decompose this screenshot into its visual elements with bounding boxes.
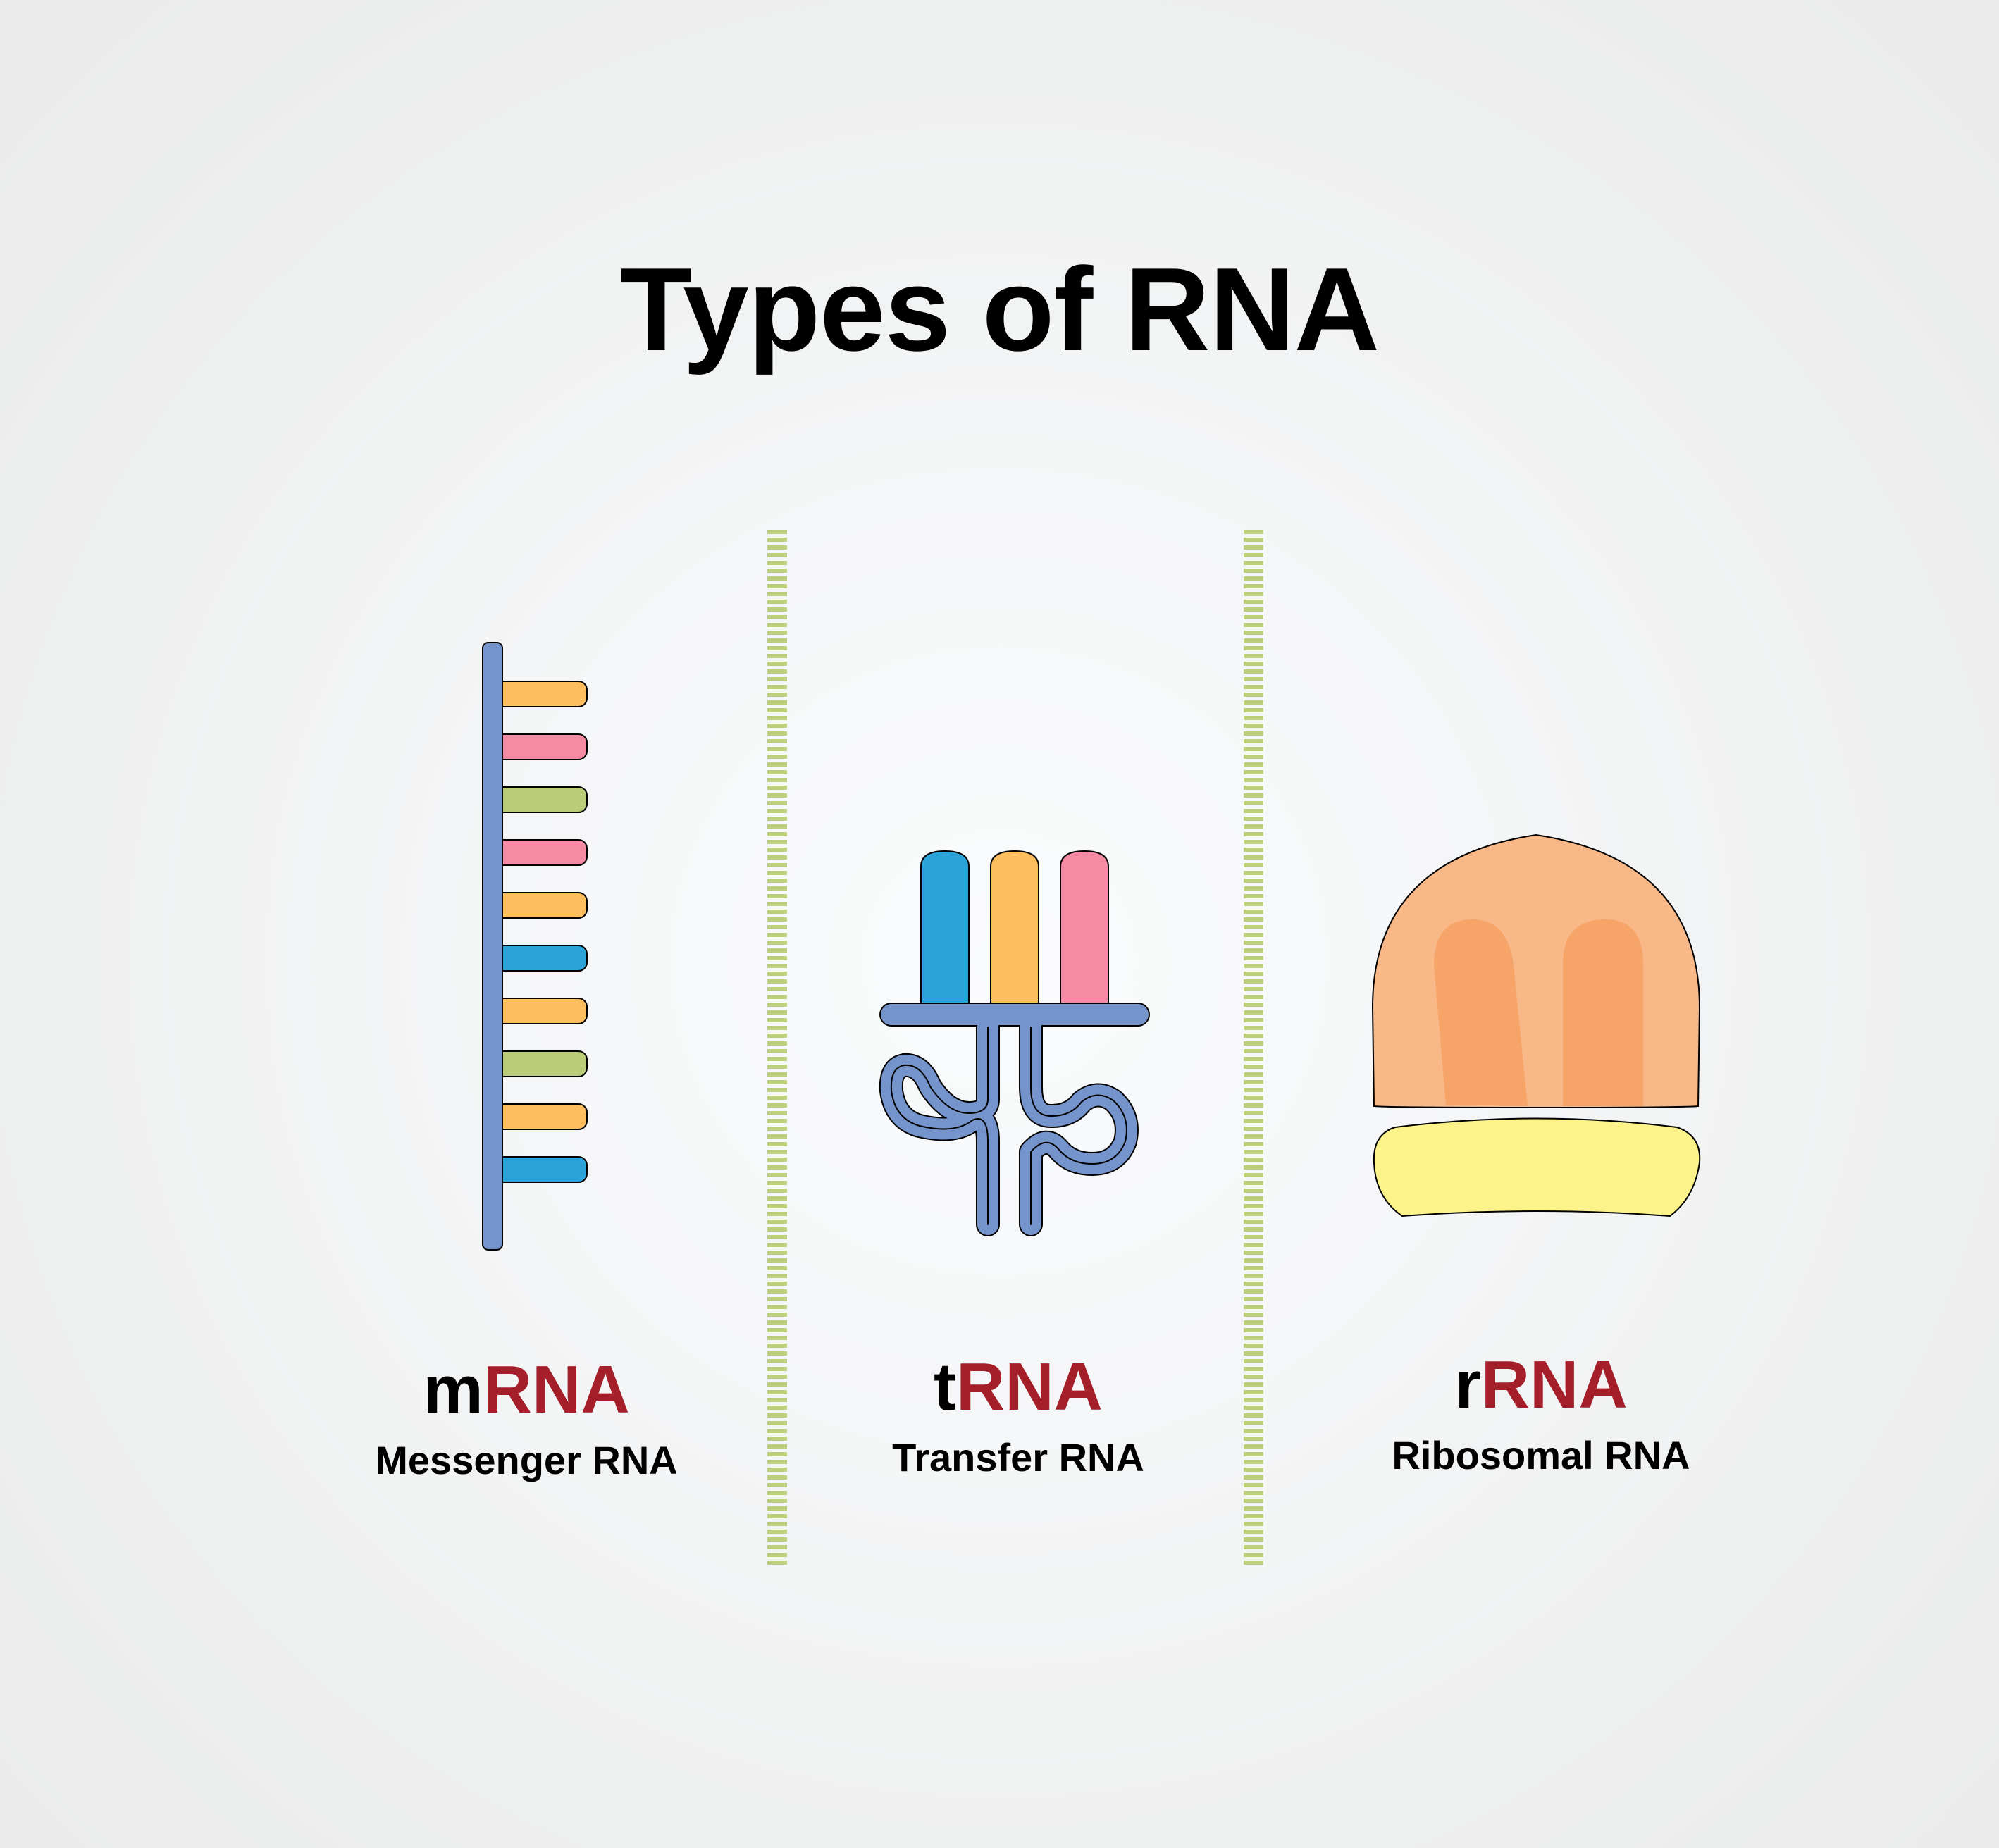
- rrna-abbreviation: rRNA: [1294, 1351, 1788, 1419]
- trna-full-name: Transfer RNA: [892, 1435, 1144, 1480]
- mrna-abbreviation: mRNA: [280, 1356, 773, 1424]
- trna-prefix: t: [934, 1349, 956, 1425]
- mrna-base-pink: [493, 839, 588, 866]
- rrna-full-name: Ribosomal RNA: [1392, 1433, 1690, 1477]
- trna-arm-pink: [1060, 850, 1109, 1008]
- trna-abbreviation: tRNA: [772, 1353, 1265, 1421]
- trna-arm-blue: [920, 850, 970, 1008]
- mrna-label: mRNA Messenger RNA: [280, 1356, 773, 1480]
- mrna-suffix: RNA: [483, 1352, 630, 1427]
- diagram-title: Types of RNA: [620, 243, 1380, 376]
- mrna-base-orange: [493, 998, 588, 1024]
- mrna-base-blue: [493, 945, 588, 972]
- trna-illustration: [879, 850, 1150, 1236]
- trna-cloverleaf: [879, 1003, 1150, 1236]
- ribosome-small-subunit: [1373, 1117, 1701, 1217]
- divider-left: [767, 530, 787, 1567]
- mrna-base-blue: [493, 1156, 588, 1183]
- trna-label: tRNA Transfer RNA: [772, 1353, 1265, 1477]
- divider-right: [1244, 530, 1263, 1567]
- trna-arm-orange: [990, 850, 1039, 1008]
- rrna-suffix: RNA: [1480, 1347, 1628, 1422]
- mrna-base-orange: [493, 681, 588, 707]
- rrna-label: rRNA Ribosomal RNA: [1294, 1351, 1788, 1475]
- mrna-bases: [493, 681, 588, 1183]
- mrna-base-green: [493, 1050, 588, 1077]
- rrna-illustration: [1371, 833, 1701, 1217]
- ribosome-channel-left: [1434, 919, 1528, 1106]
- trna-suffix: RNA: [955, 1349, 1103, 1425]
- rrna-prefix: r: [1454, 1347, 1481, 1422]
- mrna-base-orange: [493, 1103, 588, 1130]
- mrna-base-green: [493, 786, 588, 813]
- mrna-prefix: m: [423, 1352, 483, 1427]
- mrna-full-name: Messenger RNA: [375, 1438, 678, 1482]
- ribosome-large-subunit: [1371, 833, 1701, 1109]
- mrna-base-orange: [493, 892, 588, 919]
- mrna-backbone: [482, 642, 503, 1251]
- trna-anticodon-arms: [920, 850, 1109, 1008]
- ribosome-channel-right: [1563, 919, 1643, 1106]
- mrna-illustration: [482, 642, 588, 1251]
- mrna-base-pink: [493, 733, 588, 760]
